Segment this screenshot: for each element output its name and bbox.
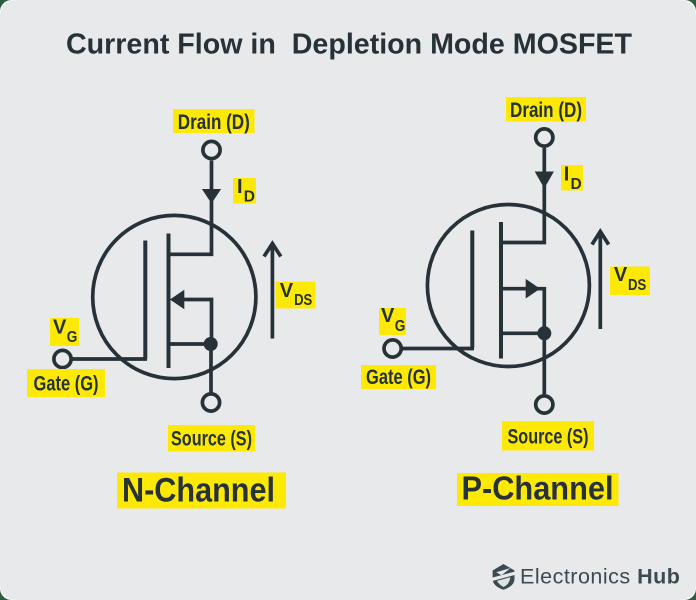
svg-text:I: I	[564, 164, 570, 186]
svg-text:V: V	[381, 305, 395, 327]
svg-text:DS: DS	[628, 277, 646, 294]
svg-text:I: I	[237, 176, 243, 198]
svg-text:V: V	[280, 280, 294, 302]
svg-text:Source (S): Source (S)	[171, 428, 252, 451]
svg-text:D: D	[244, 188, 255, 205]
svg-text:N-Channel: N-Channel	[122, 472, 275, 510]
svg-text:Drain (D): Drain (D)	[178, 111, 250, 134]
svg-text:Gate (G): Gate (G)	[34, 373, 99, 396]
svg-text:Electronics Hub: Electronics Hub	[520, 565, 680, 589]
svg-text:Source (S): Source (S)	[508, 426, 589, 449]
svg-text:Gate (G): Gate (G)	[366, 366, 431, 389]
svg-text:V: V	[614, 264, 628, 286]
svg-text:Current Flow in Depletion Mod: Current Flow in Depletion Mode MOSFET	[66, 29, 633, 61]
svg-text:G: G	[67, 329, 78, 346]
svg-text:P-Channel: P-Channel	[462, 470, 614, 507]
svg-text:D: D	[571, 176, 582, 193]
svg-text:Drain (D): Drain (D)	[510, 99, 582, 122]
svg-text:G: G	[395, 318, 406, 335]
svg-text:DS: DS	[294, 292, 312, 309]
svg-text:V: V	[53, 317, 67, 339]
